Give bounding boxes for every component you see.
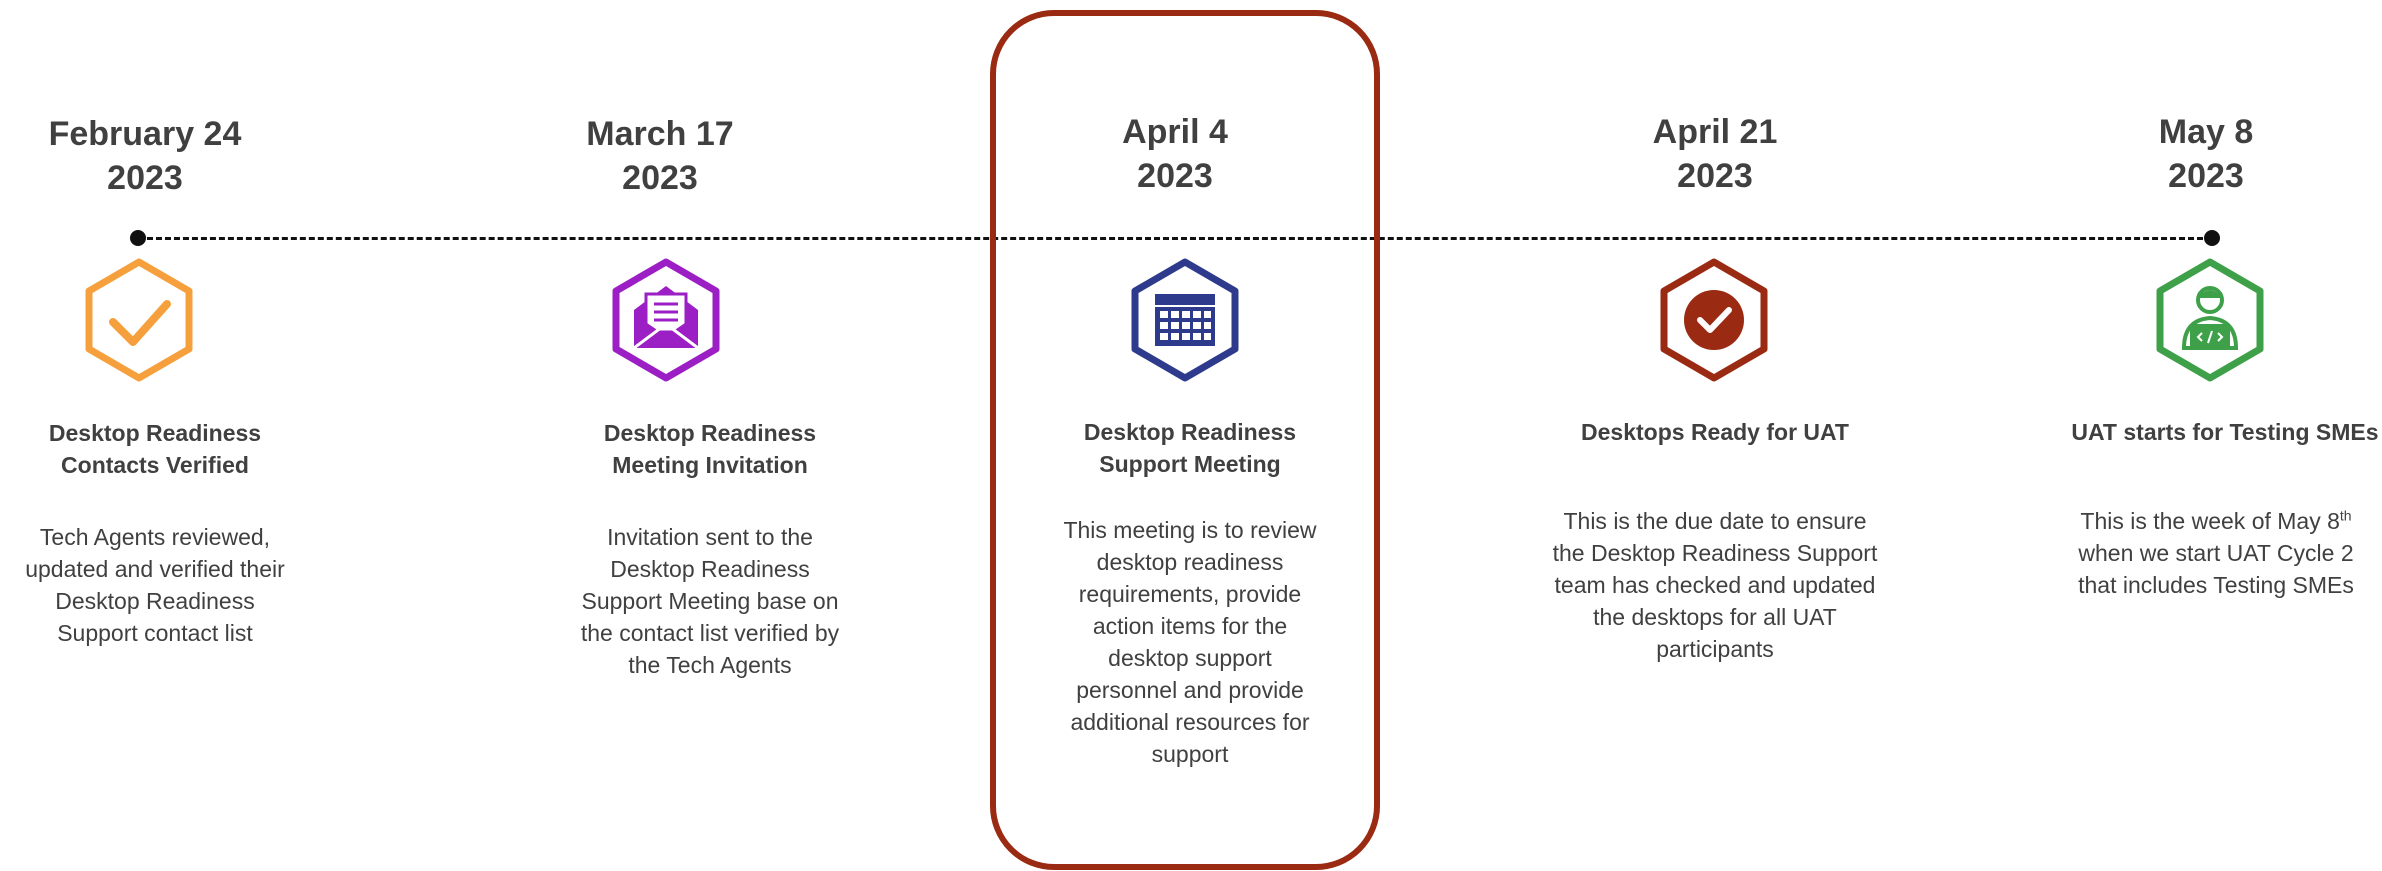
desc-line: support xyxy=(1151,741,1229,767)
desc-line-text: This is the week of May 8 xyxy=(2080,508,2340,534)
milestone-date: April 21 2023 xyxy=(1530,110,1900,198)
desc-line: desktop support xyxy=(1108,645,1272,671)
date-year: 2023 xyxy=(107,159,183,197)
checkmark-hexagon-icon xyxy=(83,258,195,382)
title-line: Support Meeting xyxy=(1099,451,1281,477)
timeline-dashed-line xyxy=(138,237,2212,240)
milestone-description: This meeting is to review desktop readin… xyxy=(1005,514,1375,770)
desc-line: Desktop Readiness xyxy=(610,556,810,582)
date-month-day: March 17 xyxy=(586,115,734,153)
milestone-title: Desktops Ready for UAT xyxy=(1530,416,1900,448)
date-month-day: February 24 xyxy=(48,115,242,153)
desc-line: Desktop Readiness xyxy=(55,588,255,614)
date-year: 2023 xyxy=(622,159,698,197)
title-line: Desktop Readiness xyxy=(603,420,817,446)
desc-line: requirements, provide xyxy=(1078,581,1302,607)
milestone-date: May 8 2023 xyxy=(2040,110,2372,198)
milestone-april-21: April 21 2023 Desktops Ready for UAT Thi… xyxy=(1540,0,1910,871)
milestone-description: This is the due date to ensure the Deskt… xyxy=(1530,505,1900,665)
desc-line: personnel and provide xyxy=(1076,677,1304,703)
desc-line: Invitation sent to the xyxy=(607,524,813,550)
desc-line: This is the due date to ensure xyxy=(1563,508,1867,534)
milestone-title: UAT starts for Testing SMEs xyxy=(2060,416,2382,448)
desc-line: Support Meeting base on xyxy=(581,588,839,614)
title-line: Contacts Verified xyxy=(61,452,249,478)
milestone-date: February 24 2023 xyxy=(0,112,290,200)
desc-line: the Tech Agents xyxy=(628,652,792,678)
desc-line: updated and verified their xyxy=(25,556,285,582)
title-line: UAT starts for Testing SMEs xyxy=(2071,419,2379,445)
milestone-april-4: April 4 2023 Desktop Readiness Support M… xyxy=(1000,0,1370,871)
title-line: Desktop Readiness xyxy=(1083,419,1297,445)
milestone-date: April 4 2023 xyxy=(990,110,1360,198)
envelope-hexagon-icon xyxy=(610,258,722,382)
title-line: Desktops Ready for UAT xyxy=(1581,419,1849,445)
desc-line: This is the week of May 8th xyxy=(2050,505,2382,537)
desc-line: additional resources for xyxy=(1070,709,1310,735)
milestone-february-24: February 24 2023 Desktop Readiness Conta… xyxy=(0,0,290,871)
desc-line: team has checked and updated xyxy=(1554,572,1876,598)
desc-line: Support contact list xyxy=(57,620,253,646)
desc-line: Tech Agents reviewed, xyxy=(39,524,271,550)
date-year: 2023 xyxy=(1137,157,1213,195)
title-line: Meeting Invitation xyxy=(612,452,808,478)
date-month-day: April 4 xyxy=(1122,113,1228,151)
calendar-hexagon-icon xyxy=(1129,258,1241,382)
timeline-end-dot xyxy=(2204,230,2220,246)
milestone-title: Desktop Readiness Support Meeting xyxy=(1005,416,1375,480)
desc-line: the desktops for all UAT xyxy=(1593,604,1837,630)
milestone-title: Desktop Readiness Meeting Invitation xyxy=(520,417,900,481)
date-year: 2023 xyxy=(1677,157,1753,195)
desc-line: the contact list verified by xyxy=(580,620,840,646)
date-month-day: April 21 xyxy=(1652,113,1778,151)
desc-line: This meeting is to review xyxy=(1063,517,1317,543)
milestone-description: This is the week of May 8th when we star… xyxy=(2050,505,2382,601)
date-year: 2023 xyxy=(2168,157,2244,195)
desc-line: desktop readiness xyxy=(1096,549,1284,575)
desc-line: participants xyxy=(1656,636,1774,662)
milestone-description: Tech Agents reviewed, updated and verifi… xyxy=(0,521,310,649)
milestone-may-8: May 8 2023 UAT starts for Testing SMEs T… xyxy=(2050,0,2382,871)
title-line: Desktop Readiness xyxy=(48,420,262,446)
date-month-day: May 8 xyxy=(2158,113,2254,151)
desc-line: the Desktop Readiness Support xyxy=(1552,540,1878,566)
timeline-start-dot xyxy=(130,230,146,246)
milestone-march-17: March 17 2023 Desktop Readiness Meeting … xyxy=(520,0,900,871)
milestone-title: Desktop Readiness Contacts Verified xyxy=(10,417,300,481)
desc-line: when we start UAT Cycle 2 xyxy=(2078,540,2354,566)
developer-hexagon-icon xyxy=(2154,258,2266,382)
current-milestone-highlight xyxy=(990,10,1380,870)
check-circle-hexagon-icon xyxy=(1658,258,1770,382)
desc-line: action items for the xyxy=(1092,613,1288,639)
desc-line-superscript: th xyxy=(2339,507,2352,524)
desc-line: that includes Testing SMEs xyxy=(2078,572,2354,598)
milestone-date: March 17 2023 xyxy=(470,112,850,200)
milestone-description: Invitation sent to the Desktop Readiness… xyxy=(520,521,900,681)
